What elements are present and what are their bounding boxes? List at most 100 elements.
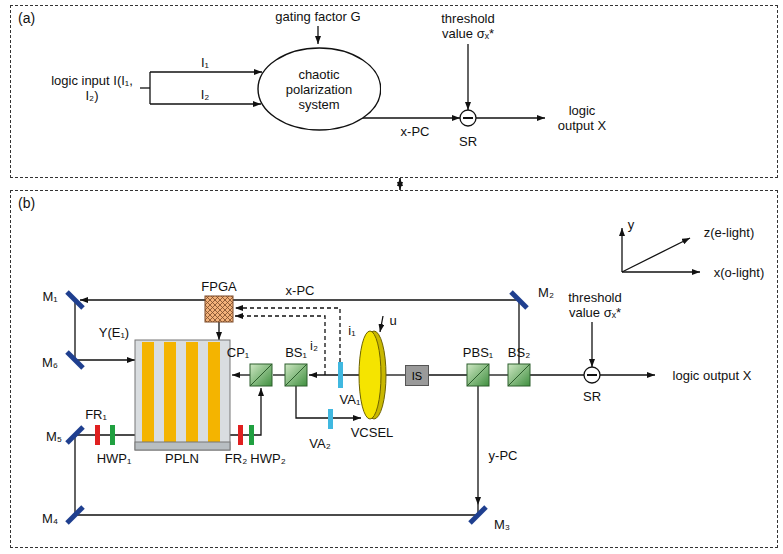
label: logic output X <box>551 103 613 133</box>
variable-attenuator <box>328 409 333 429</box>
cube-diagonal <box>467 364 489 386</box>
label: SR <box>459 134 477 149</box>
beam <box>429 374 467 375</box>
ppln-domain <box>208 342 220 442</box>
label: threshold value σₓ* <box>559 290 631 320</box>
input-arrow <box>150 71 262 72</box>
cube-diagonal <box>285 364 307 386</box>
node-text: chaotic polarization system <box>276 67 362 112</box>
fpga-hatch <box>205 296 233 322</box>
fpga-box <box>205 296 233 322</box>
mirror <box>67 352 83 368</box>
label: gating factor G <box>275 9 360 24</box>
sr-circle <box>460 110 476 126</box>
label: x-PC <box>401 124 430 139</box>
half-wave-plate <box>249 425 254 445</box>
threshold-arrow <box>467 44 468 110</box>
panel-tag: (b) <box>18 195 35 211</box>
faraday-rotator <box>95 425 100 445</box>
polarizer-cube <box>250 364 272 386</box>
label: BS₁ <box>285 345 307 360</box>
ppln-crystal <box>135 340 230 450</box>
output-arrow <box>476 117 545 118</box>
threshold-arrow <box>591 322 592 367</box>
label: i₂ <box>310 338 318 353</box>
label: M₁ <box>42 289 57 304</box>
cubes <box>250 364 530 386</box>
input-arrow <box>150 103 261 104</box>
mirror <box>511 292 527 308</box>
mirror <box>470 507 486 523</box>
axes <box>622 228 700 272</box>
label: z(e-light) <box>704 225 755 240</box>
label: logic input I(I₁, I₂) <box>50 73 134 103</box>
beam-splitter <box>285 364 307 386</box>
label: VCSEL <box>351 425 394 440</box>
mirror <box>67 292 83 308</box>
panel-frame: (b) IS <box>10 190 778 548</box>
label: M₆ <box>42 355 58 370</box>
beam-splitter <box>508 364 530 386</box>
panel-frame: (a) chaotic polarization system <box>10 5 778 178</box>
cube-diagonal <box>508 364 530 386</box>
half-wave-plate <box>110 425 115 445</box>
isolator-box: IS <box>405 365 429 386</box>
label: I₁ <box>201 55 209 70</box>
label: y-PC <box>489 448 518 463</box>
label: i₁ <box>348 323 355 338</box>
beam <box>309 374 360 375</box>
minus-sign <box>463 117 473 119</box>
mirrors <box>67 292 527 523</box>
label: VA₂ <box>309 436 330 451</box>
ppln-domain <box>142 342 154 442</box>
system-ellipse: chaotic polarization system <box>257 47 382 131</box>
mirror <box>67 507 83 523</box>
beam <box>384 374 405 375</box>
label: FR₁ <box>85 407 107 422</box>
input-stub <box>140 87 150 88</box>
y-axis <box>621 228 622 272</box>
node-text: IS <box>412 370 422 382</box>
sr-circle <box>584 367 600 383</box>
beam <box>232 374 250 375</box>
label: logic output X <box>673 368 752 383</box>
beam <box>230 388 261 435</box>
label: I₂ <box>201 87 210 102</box>
ellipse-shape <box>258 48 381 130</box>
current-arrow <box>380 316 383 332</box>
label: PBS₁ <box>463 345 493 360</box>
ppln-body <box>135 340 230 450</box>
minus-sign <box>587 374 597 376</box>
output-arrow <box>600 374 655 375</box>
y-pc-beam <box>75 435 478 515</box>
beams <box>75 300 655 515</box>
ppln-domain <box>164 342 176 442</box>
label: CP₁ <box>227 345 249 360</box>
input-bracket <box>149 72 150 104</box>
gating-arrow <box>317 26 318 44</box>
polarization-beam-splitter <box>467 364 489 386</box>
double-arrow <box>399 178 401 190</box>
label: Y(E₁) <box>99 325 129 340</box>
label: M₄ <box>42 511 58 526</box>
label: SR <box>583 389 601 404</box>
panel-tag: (a) <box>18 10 35 26</box>
beam <box>489 374 508 375</box>
x-pc-line <box>361 117 460 118</box>
ppln-domain <box>186 342 198 442</box>
vcsel <box>359 331 381 419</box>
label: M₂ <box>538 285 554 300</box>
cube-diagonal <box>250 364 272 386</box>
label: u <box>389 313 396 328</box>
label: x(o-light) <box>714 265 765 280</box>
mirror <box>67 427 83 443</box>
faraday-rotator <box>238 425 243 445</box>
label: VA₁ <box>340 392 361 407</box>
x-axis <box>622 271 700 272</box>
x-pc-beam <box>75 300 135 360</box>
label: FR₂ <box>225 451 247 466</box>
label: PPLN <box>165 451 199 466</box>
label: HWP₂ <box>250 451 285 466</box>
beam <box>530 374 584 375</box>
label: BS₂ <box>508 345 530 360</box>
